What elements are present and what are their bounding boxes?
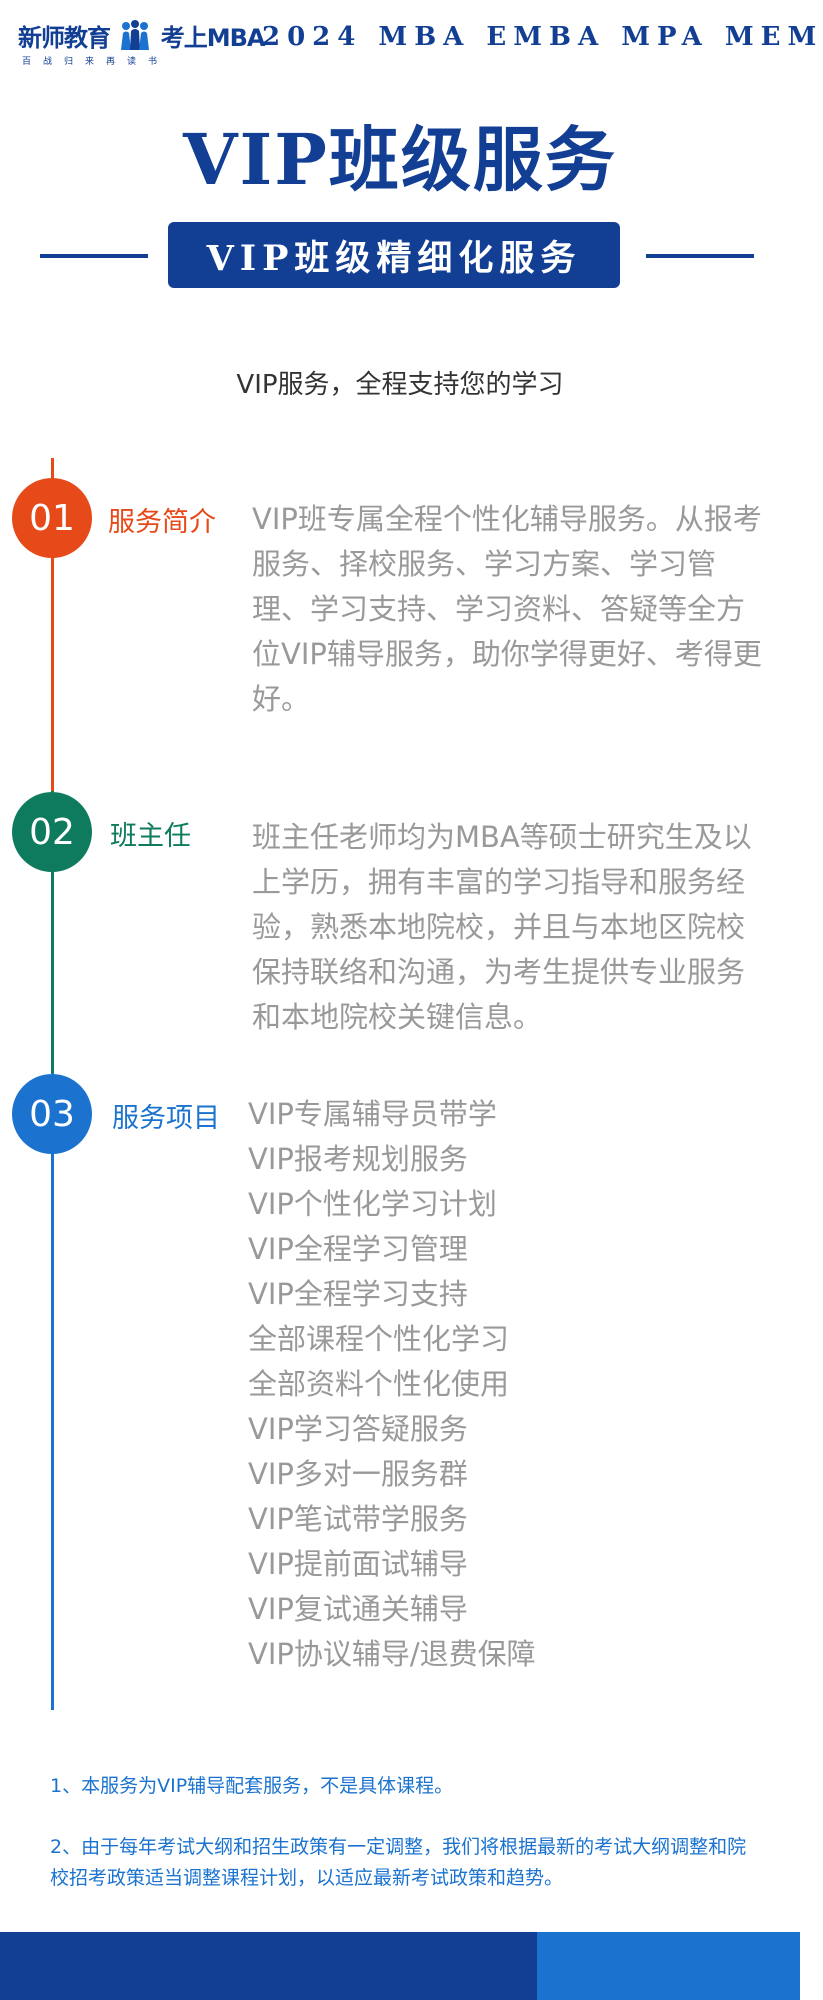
- list-item: VIP笔试带学服务: [248, 1502, 468, 1536]
- list-item: VIP提前面试辅导: [248, 1547, 468, 1581]
- timeline-segment-1: [51, 458, 54, 791]
- list-item: VIP全程学习支持: [248, 1277, 468, 1311]
- section-label-intro: 服务简介: [108, 507, 216, 538]
- title-banner: VIP班级精细化服务: [168, 222, 620, 288]
- list-item: VIP专属辅导员带学: [248, 1097, 497, 1131]
- section-number-badge: 02: [12, 792, 92, 872]
- timeline-segment-2: [51, 791, 54, 1073]
- list-item: VIP复试通关辅导: [248, 1592, 468, 1626]
- footer-bar-light: [537, 1932, 800, 2000]
- list-item: VIP报考规划服务: [248, 1142, 468, 1176]
- logo-tagline: 百战归来再读书: [22, 57, 170, 67]
- list-item: VIP学习答疑服务: [248, 1412, 468, 1446]
- section-text-class-teacher: 班主任老师均为MBA等硕士研究生及以上学历，拥有丰富的学习指导和服务经验，熟悉本…: [252, 820, 752, 1034]
- section-label-class-teacher: 班主任: [110, 821, 191, 852]
- page-header: 新师教育 考上MBA 百战归来再读书 2024 MBA EMBA MPA MEM: [0, 0, 816, 80]
- list-item: 全部课程个性化学习: [248, 1322, 510, 1356]
- footer-bar-dark: [0, 1932, 537, 2000]
- divider-left: [40, 254, 148, 258]
- list-item: VIP多对一服务群: [248, 1457, 468, 1491]
- list-item: 全部资料个性化使用: [248, 1367, 510, 1401]
- section-number-badge: 01: [12, 478, 92, 558]
- list-item: VIP全程学习管理: [248, 1232, 468, 1266]
- brand-logo: 新师教育 考上MBA 百战归来再读书: [18, 12, 265, 68]
- timeline-segment-3: [51, 1073, 54, 1710]
- section-text-intro: VIP班专属全程个性化辅导服务。从报考服务、择校服务、学习方案、学习管理、学习支…: [252, 502, 762, 716]
- footnote-1: 1、本服务为VIP辅导配套服务，不是具体课程。: [50, 1775, 454, 1797]
- divider-right: [646, 254, 754, 258]
- logo-brand: 考上MBA: [160, 24, 266, 52]
- section-label-services: 服务项目: [112, 1103, 220, 1134]
- list-item: VIP个性化学习计划: [248, 1187, 497, 1221]
- subtitle: VIP服务，全程支持您的学习: [236, 370, 564, 400]
- service-list: VIP专属辅导员带学 VIP报考规划服务 VIP个性化学习计划 VIP全程学习管…: [248, 1092, 536, 1677]
- list-item: VIP协议辅导/退费保障: [248, 1637, 536, 1671]
- people-icon: [121, 20, 150, 50]
- footnote-2: 2、由于每年考试大纲和招生政策有一定调整，我们将根据最新的考试大纲调整和院校招考…: [50, 1836, 747, 1889]
- page-title: VIP班级服务: [183, 118, 617, 201]
- program-list: 2024 MBA EMBA MPA MEM: [262, 22, 823, 52]
- logo-name: 新师教育: [18, 24, 111, 52]
- section-number-badge: 03: [12, 1074, 92, 1154]
